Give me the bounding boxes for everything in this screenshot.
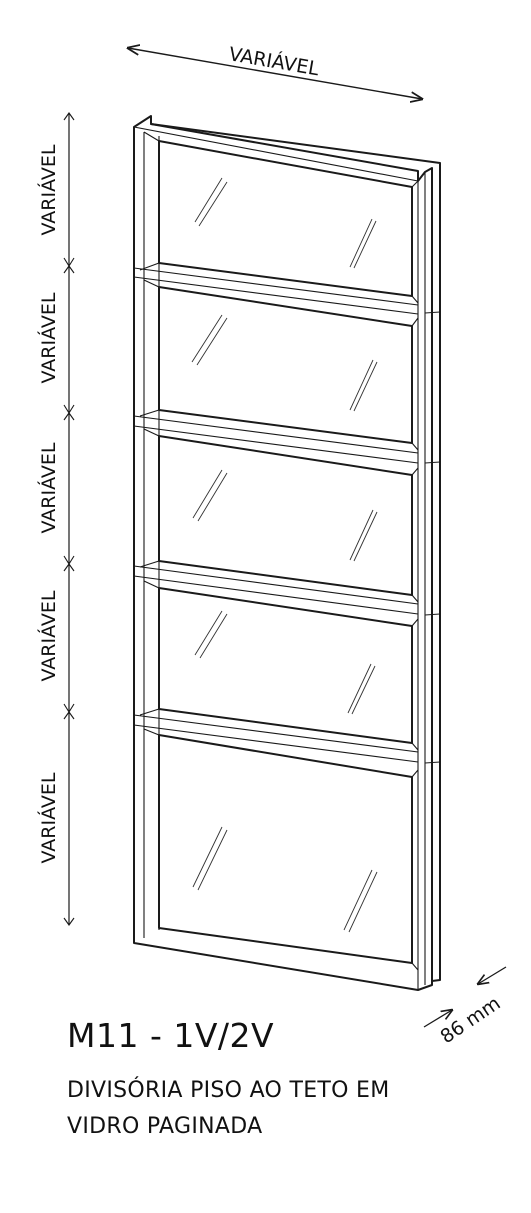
height-dimension-line [63, 112, 75, 926]
product-description-line-1: DIVISÓRIA PISO AO TETO EM [67, 1078, 390, 1103]
height-label-1: VARIÁVEL [37, 144, 60, 235]
glass-panel-5 [143, 728, 419, 971]
depth-dimension [423, 966, 507, 1028]
glass-panel-4 [133, 580, 419, 763]
partition-back-frame [150, 116, 441, 985]
depth-dimension-label: 86 mm [436, 992, 504, 1048]
height-label-3: VARIÁVEL [37, 442, 60, 533]
product-code: M11 - 1V/2V [67, 1016, 275, 1055]
product-description-line-2: VIDRO PAGINADA [67, 1114, 263, 1139]
partition-main-frame [133, 115, 433, 991]
glass-panel-1 [133, 131, 419, 315]
glass-panel-2 [133, 279, 419, 464]
height-label-5: VARIÁVEL [37, 772, 60, 863]
width-dimension-label: VARIÁVEL [227, 42, 321, 80]
glass-panel-3 [133, 428, 419, 615]
width-dimension-arrow [128, 48, 422, 99]
height-label-2: VARIÁVEL [37, 292, 60, 383]
height-label-4: VARIÁVEL [37, 590, 60, 681]
